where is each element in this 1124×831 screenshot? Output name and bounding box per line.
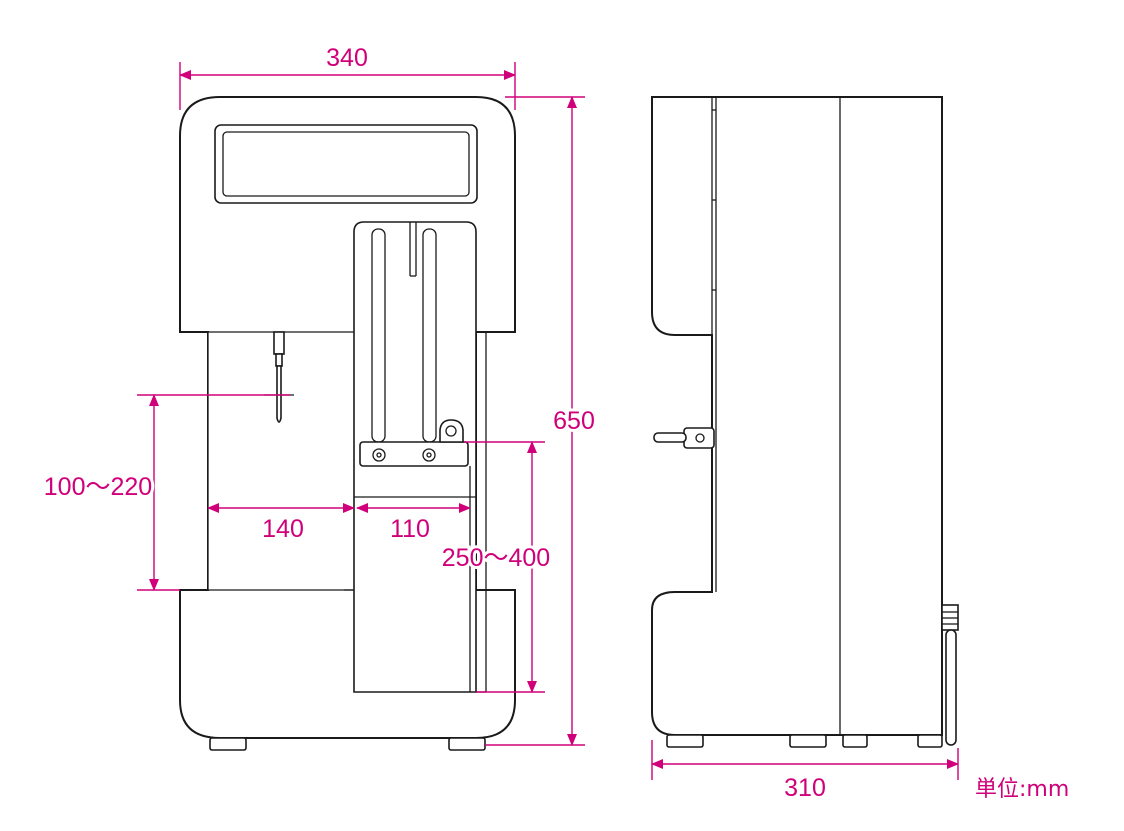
front-foot-left <box>209 737 247 751</box>
label-tray-range: 250〜400 <box>442 544 550 572</box>
unit-label: 単位:mm <box>975 777 1069 802</box>
side-foot-1 <box>666 734 704 748</box>
side-foot-4 <box>917 734 943 748</box>
label-depth-310: 310 <box>784 774 826 802</box>
label-nozzle-range: 100〜220 <box>44 473 152 501</box>
side-foot-3 <box>842 734 868 748</box>
nozzle <box>273 331 285 355</box>
display-window-outer <box>214 124 478 204</box>
clamp-screw-left-icon <box>372 448 386 462</box>
side-clamp <box>683 427 715 449</box>
dimension-labels: 340 650 100〜220 140 110 250〜400 310 単位:m… <box>41 44 1070 802</box>
front-foot-right <box>448 737 486 751</box>
label-height-650: 650 <box>553 407 595 435</box>
clamp-knob-icon <box>439 419 464 443</box>
clamp-screw-right-icon <box>422 448 436 462</box>
label-tray-110: 110 <box>390 515 430 543</box>
side-foot-2 <box>789 734 827 748</box>
label-width-340: 340 <box>326 44 368 72</box>
side-housing-outline <box>651 96 943 736</box>
dimension-lines <box>137 62 959 780</box>
clamp-bar <box>359 441 469 467</box>
label-clearance-140: 140 <box>262 515 304 543</box>
front-view <box>179 96 516 751</box>
display-window-inner <box>222 131 470 197</box>
side-view <box>651 96 959 748</box>
